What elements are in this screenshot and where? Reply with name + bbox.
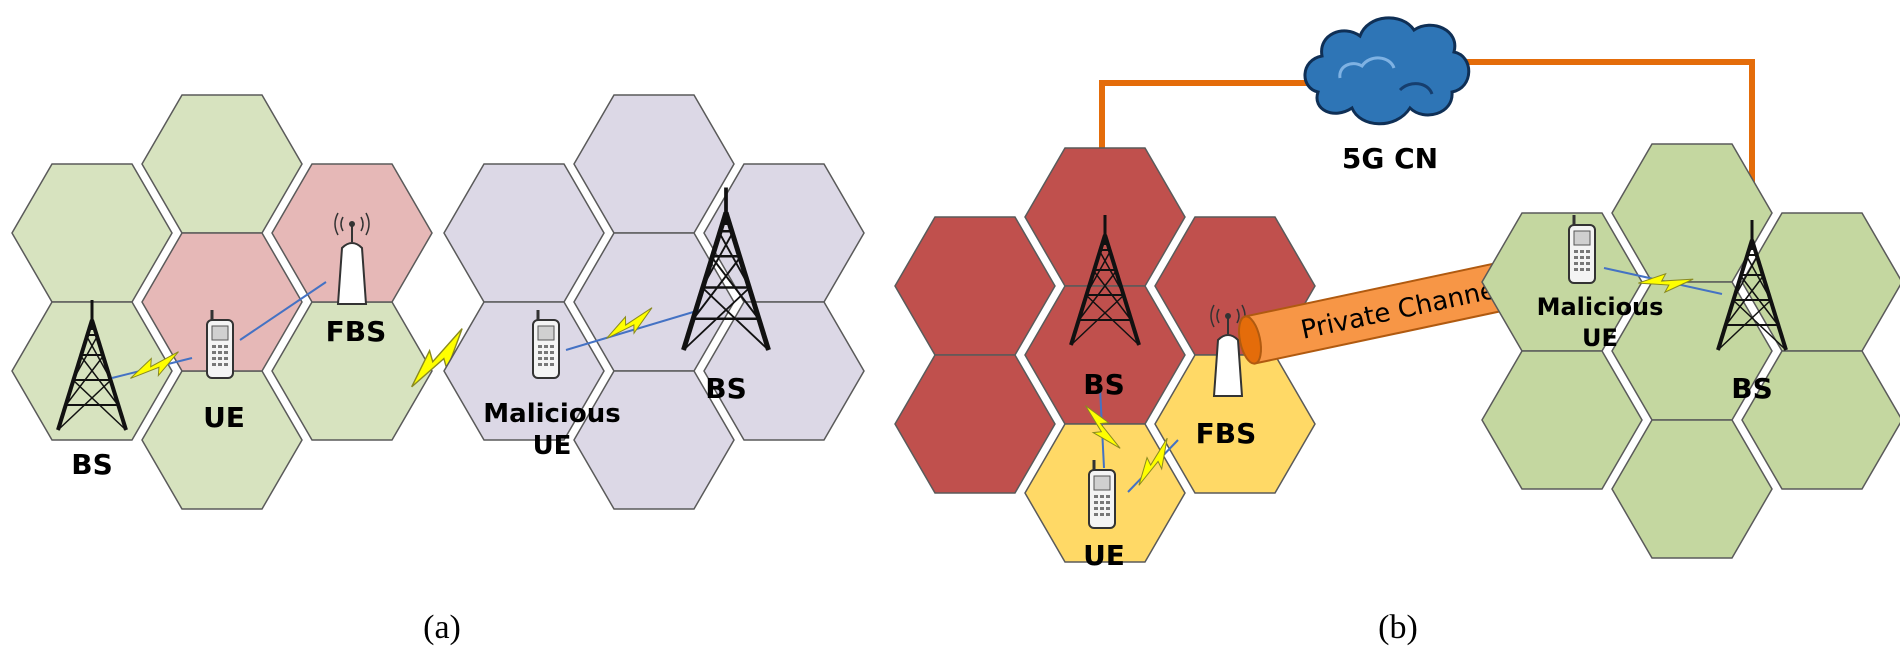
phone-icon [1087, 458, 1117, 530]
fbs-label-b: FBS [1196, 417, 1257, 450]
cell-hex [894, 216, 1056, 356]
panel-a-right-icons [531, 188, 769, 380]
malicious-ue-label-b-line1: Malicious [1537, 293, 1664, 321]
cell-hex [1024, 285, 1186, 425]
fbs-label: FBS [326, 315, 387, 348]
panel-b-green-cluster [1481, 143, 1900, 559]
link-line [565, 309, 701, 351]
bs-label: BS [71, 448, 113, 481]
cell-hex [573, 94, 735, 234]
ue-label-b: UE [1083, 539, 1125, 572]
cell-hex [703, 163, 865, 303]
panel-a-left-cluster [11, 94, 433, 510]
bs-right-label-b: BS [1731, 372, 1773, 405]
phone-icon [205, 308, 235, 380]
panel-b-operator-icons [1069, 213, 1246, 530]
cell-hex [11, 163, 173, 303]
ue-label: UE [203, 401, 245, 434]
malicious-ue-label-line1: Malicious [483, 399, 620, 429]
phone-icon [531, 308, 561, 380]
cell-hex [573, 232, 735, 372]
malicious-ue-label-b-line2: UE [1582, 324, 1618, 352]
phone-icon [1567, 213, 1597, 285]
caption-b: (b) [1378, 609, 1418, 646]
cell-hex [894, 354, 1056, 494]
malicious-ue-label-line2: UE [533, 431, 572, 461]
cloud-icon [1303, 16, 1471, 126]
cell-hex [1611, 143, 1773, 283]
bs-label-b: BS [1083, 368, 1125, 401]
cell-hex [141, 94, 303, 234]
cell-hex [443, 163, 605, 303]
caption-a: (a) [423, 609, 461, 646]
panel-a-left-icons [56, 212, 477, 432]
link-line [239, 281, 327, 341]
bs-right-label: BS [705, 372, 747, 405]
cell-hex [1481, 350, 1643, 490]
cell-hex [1481, 212, 1643, 352]
panel-a-right-cluster [443, 94, 865, 510]
cell-hex [141, 370, 303, 510]
cell-hex [1611, 419, 1773, 559]
cell-hex [703, 301, 865, 441]
panel-b-green-icons [1567, 213, 1788, 352]
cn-label: 5G CN [1342, 142, 1438, 175]
